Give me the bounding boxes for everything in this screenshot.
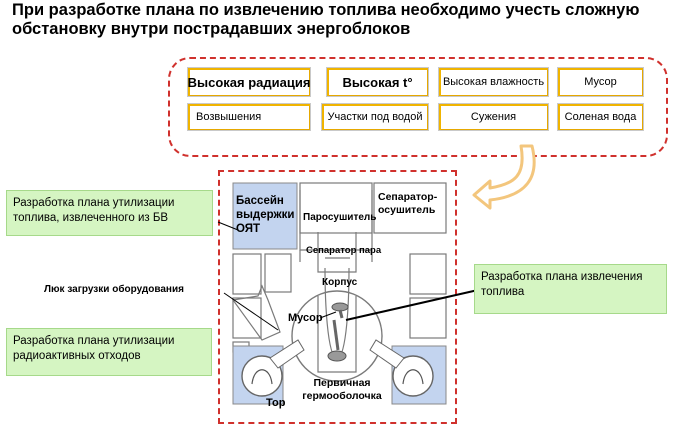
label-steam-dryer: Паросушитель <box>303 212 377 223</box>
vent-pipe-right <box>369 339 405 369</box>
condition-underwater-areas: Участки под водой <box>321 103 429 131</box>
pool-leader-line <box>217 221 239 231</box>
label-separator-dryer: Сепаратор-осушитель <box>378 191 438 216</box>
vent-pipe-left <box>269 339 305 369</box>
label-reactor-vessel: Корпус <box>322 277 358 288</box>
torus-left-ring <box>241 355 283 397</box>
torus-right-ring <box>392 355 434 397</box>
condition-high-radiation: Высокая радиация <box>187 67 311 97</box>
debris-leader-line <box>319 311 337 319</box>
note-spent-fuel-plan: Разработка плана утилизации топлива, изв… <box>6 190 213 236</box>
label-spent-fuel-pool: Бассейн выдержки ОЯТ <box>236 195 295 235</box>
conditions-group <box>168 57 668 157</box>
hatch-leader-line <box>223 292 279 331</box>
condition-high-humidity: Высокая влажность <box>438 67 549 97</box>
label-primary-containment: Первичная гермооболочка <box>302 377 382 402</box>
condition-debris: Мусор <box>557 67 644 97</box>
building-walls <box>231 182 447 353</box>
label-steam-separator: Сепаратор пара <box>306 245 382 256</box>
debris-lower <box>327 350 347 362</box>
note-fuel-removal-plan: Разработка плана извлечения топлива <box>474 264 667 314</box>
spent-fuel-pool <box>232 182 298 250</box>
label-debris: Мусор <box>288 312 323 324</box>
debris-upper <box>331 302 349 312</box>
condition-salt-water: Соленая вода <box>557 103 644 131</box>
condition-elevations: Возвышения <box>187 103 311 131</box>
curved-arrow-icon <box>472 144 536 210</box>
label-equipment-hatch: Люк загрузки оборудования <box>44 284 184 295</box>
label-torus: Тор <box>266 397 286 409</box>
condition-high-temperature: Высокая t° <box>326 67 429 97</box>
page-title: При разработке плана по извлечению топли… <box>12 1 662 39</box>
primary-containment <box>291 290 383 382</box>
title-line-2: обстановку внутри пострадавших энергобло… <box>12 20 411 38</box>
reactor-building-frame <box>218 170 457 424</box>
note-waste-plan: Разработка плана утилизации радиоактивны… <box>6 328 212 376</box>
fuel-plan-leader-line <box>345 289 479 321</box>
title-line-1: При разработке плана по извлечению топли… <box>12 1 640 19</box>
condition-narrowings: Сужения <box>438 103 549 131</box>
